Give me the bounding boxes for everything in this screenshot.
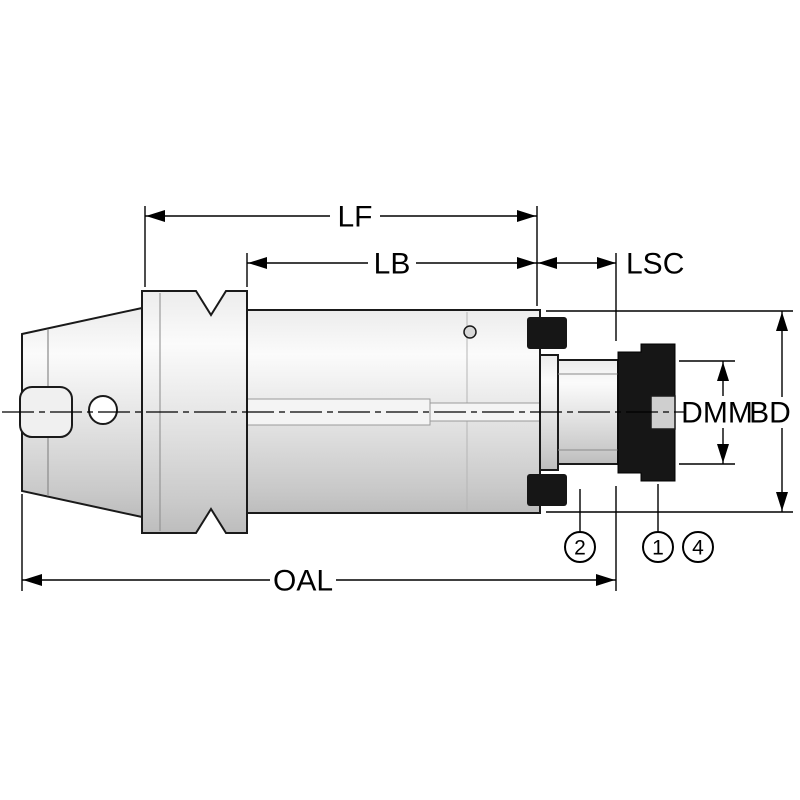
- dim-lb: LB: [246, 246, 537, 287]
- dim-oal: OAL: [21, 486, 617, 598]
- callout-4-number: 4: [692, 537, 704, 560]
- bd-label: BD: [749, 397, 791, 430]
- drive-key-top: [527, 317, 567, 349]
- dim-bd: BD: [546, 310, 793, 513]
- bd-arrow-top: [776, 312, 788, 331]
- callout-1-circle: [642, 531, 674, 563]
- lsc-arrow-left: [538, 257, 557, 269]
- lb-arrow-right: [517, 257, 536, 269]
- oal-label-mask: [270, 563, 336, 597]
- dmm-arrow-top: [717, 362, 729, 381]
- lf-label: LF: [337, 201, 372, 234]
- lsc-label: LSC: [626, 248, 684, 281]
- lf-label-mask: [330, 199, 380, 233]
- dim-lf: LF: [144, 199, 538, 306]
- dim-dmm: DMM: [679, 360, 753, 465]
- gripper-hole: [88, 395, 118, 425]
- callout-2-number: 2: [574, 537, 586, 560]
- lb-label: LB: [374, 248, 411, 281]
- bd-label-mask: [752, 397, 792, 428]
- oal-arrow-left: [23, 574, 42, 586]
- lb-label-mask: [368, 246, 416, 280]
- dmm-arrow-bottom: [717, 444, 729, 463]
- callout-4: 4: [682, 531, 714, 563]
- callout-1: 1: [642, 484, 674, 563]
- set-screw: [463, 325, 477, 339]
- lsc-arrow-right: [597, 257, 616, 269]
- oal-arrow-right: [596, 574, 615, 586]
- callout-2-circle: [564, 531, 596, 563]
- callout-2: 2: [564, 489, 596, 563]
- lf-arrow-right: [517, 210, 536, 222]
- lb-arrow-left: [248, 257, 267, 269]
- dmm-label: DMM: [681, 397, 753, 430]
- oal-label: OAL: [273, 565, 333, 598]
- lf-arrow-left: [146, 210, 165, 222]
- dmm-label-mask: [685, 396, 749, 428]
- callout-4-circle: [682, 531, 714, 563]
- bd-arrow-bottom: [776, 492, 788, 511]
- tool-holder: [2, 290, 696, 534]
- drive-key-bottom: [527, 474, 567, 506]
- dim-lsc: LSC: [537, 248, 684, 341]
- callout-1-number: 1: [652, 537, 664, 560]
